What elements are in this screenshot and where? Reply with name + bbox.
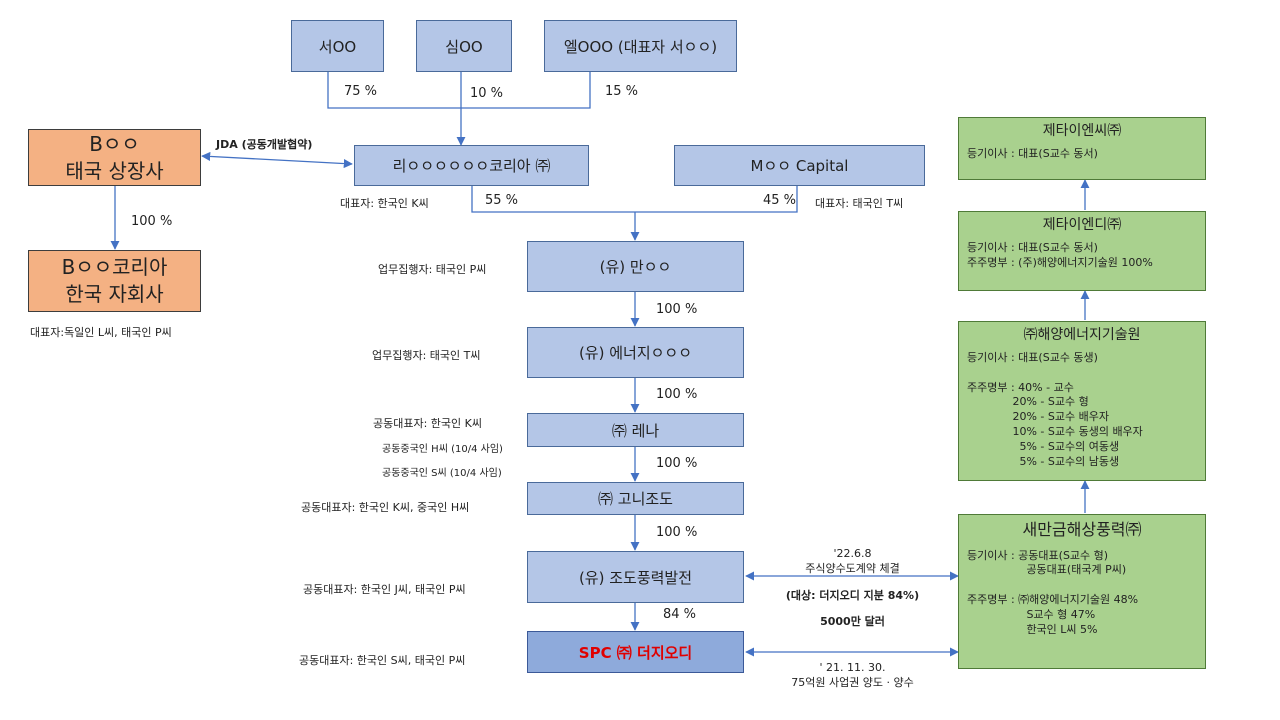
chain-rep-lena-2: 공동중국인 H씨 (10/4 사임) — [382, 444, 503, 455]
zeta-nd-details: 등기이사 : 대표(S교수 동서) 주주명부 : (주)해양에너지기술원 100… — [967, 240, 1153, 269]
m-capital-box: Mㅇㅇ Capital — [674, 145, 925, 186]
saemangeum-details: 등기이사 : 공동대표(S교수 형) 공동대표(태국계 P씨) 주주명부 : ㈜… — [967, 548, 1139, 636]
zeta-nd-box: 제타이엔디㈜ 등기이사 : 대표(S교수 동서) 주주명부 : (주)해양에너지… — [958, 211, 1206, 291]
chain-rep-jodo: 공동대표자: 한국인 J씨, 태국인 P씨 — [303, 583, 466, 596]
chain-box-spc: SPC ㈜ 더지오디 — [527, 631, 744, 673]
shareholder-connector — [327, 72, 591, 109]
contract-top-note: '22.6.8 주식양수도계약 체결 — [765, 546, 940, 577]
b-korea-line1: Bㅇㅇ코리아 — [61, 255, 168, 279]
shareholder-box-sim: 심OO — [416, 20, 512, 72]
ri-korea-name: 리ㅇㅇㅇㅇㅇㅇ코리아 ㈜ — [392, 157, 551, 175]
chain-box-energy: (유) 에너지ㅇㅇㅇ — [527, 327, 744, 378]
chain-name: ㈜ 레나 — [611, 421, 660, 440]
m-capital-name: Mㅇㅇ Capital — [750, 157, 849, 175]
chain-name: (유) 만ㅇㅇ — [599, 258, 672, 276]
b-korea-box: Bㅇㅇ코리아 한국 자회사 — [28, 250, 201, 312]
jda-label: JDA (공동개발협약) — [216, 138, 313, 151]
b-korea-rep: 대표자:독일인 L씨, 태국인 P씨 — [30, 326, 172, 339]
shareholder-pct-el: 15 % — [605, 84, 639, 99]
contract-bottom-date: ' 21. 11. 30. — [819, 661, 886, 674]
chain-name: SPC ㈜ 더지오디 — [578, 643, 693, 662]
contract-top-amount: 5000만 달러 — [820, 615, 885, 628]
zeta-ns-box: 제타이엔씨㈜ 등기이사 : 대표(S교수 동서) — [958, 117, 1206, 180]
ocean-details: 등기이사 : 대표(S교수 동생) 주주명부 : 40% - 교수 20% - … — [967, 350, 1143, 468]
chain-pct-goni: 100 % — [656, 525, 698, 540]
shareholder-pct-sim: 10 % — [470, 86, 504, 101]
zeta-ns-details: 등기이사 : 대표(S교수 동서) — [967, 146, 1098, 160]
chain-name: (유) 조도풍력발전 — [578, 568, 693, 587]
contract-bottom-note: ' 21. 11. 30. 75억원 사업권 양도 · 양수 — [755, 660, 950, 691]
b-thai-line1: Bㅇㅇ — [89, 131, 140, 156]
chain-rep-goni: 공동대표자: 한국인 K씨, 중국인 H씨 — [301, 501, 470, 514]
zeta-nd-title: 제타이엔디㈜ — [1042, 217, 1122, 233]
chain-pct-lena: 100 % — [656, 456, 698, 471]
chain-box-jodo: (유) 조도풍력발전 — [527, 551, 744, 603]
chain-rep-lena-3: 공동중국인 S씨 (10/4 사임) — [382, 468, 502, 479]
chain-rep-spc: 공동대표자: 한국인 S씨, 태국인 P씨 — [299, 654, 466, 667]
ri-korea-pct: 55 % — [485, 193, 519, 208]
chain-pct-jodo: 84 % — [663, 607, 697, 622]
chain-box-goni: ㈜ 고니조도 — [527, 482, 744, 515]
m-capital-rep: 대표자: 태국인 T씨 — [815, 197, 904, 210]
shareholder-name: 엘OOO (대표자 서ㅇㅇ) — [563, 37, 718, 56]
shareholder-pct-seo: 75 % — [344, 84, 378, 99]
ri-korea-rep: 대표자: 한국인 K씨 — [340, 197, 429, 210]
chain-rep-lena-1: 공동대표자: 한국인 K씨 — [373, 417, 482, 430]
contract-bottom-desc: 75억원 사업권 양도 · 양수 — [791, 676, 914, 690]
shareholder-name: 심OO — [445, 37, 483, 56]
zeta-ns-title: 제타이엔씨㈜ — [1042, 123, 1122, 139]
contract-top-target: (대상: 더지오디 지분 84%) — [785, 589, 920, 602]
chain-pct-man: 100 % — [656, 302, 698, 317]
shareholder-box-el: 엘OOO (대표자 서ㅇㅇ) — [544, 20, 737, 72]
b-thai-box: Bㅇㅇ 태국 상장사 — [28, 129, 201, 186]
b-thai-line2: 태국 상장사 — [65, 158, 164, 183]
chain-rep-energy: 업무집행자: 태국인 T씨 — [372, 349, 481, 362]
ri-korea-box: 리ㅇㅇㅇㅇㅇㅇ코리아 ㈜ — [354, 145, 589, 186]
chain-pct-energy: 100 % — [656, 387, 698, 402]
m-capital-pct: 45 % — [763, 193, 797, 208]
chain-box-man: (유) 만ㅇㅇ — [527, 241, 744, 292]
b-korea-line2: 한국 자회사 — [65, 282, 164, 306]
ocean-box: ㈜해양에너지기술원 등기이사 : 대표(S교수 동생) 주주명부 : 40% -… — [958, 321, 1206, 481]
ocean-title: ㈜해양에너지기술원 — [1023, 327, 1141, 343]
contract-top-date: '22.6.8 — [833, 547, 872, 560]
chain-name: (유) 에너지ㅇㅇㅇ — [578, 344, 693, 362]
chain-box-lena: ㈜ 레나 — [527, 413, 744, 447]
shareholder-box-seo: 서OO — [291, 20, 384, 72]
saemangeum-title: 새만금해상풍력㈜ — [1022, 520, 1142, 539]
shareholder-name: 서OO — [318, 37, 357, 56]
chain-rep-man: 업무집행자: 태국인 P씨 — [378, 263, 487, 276]
contract-top-desc: 주식양수도계약 체결 — [805, 562, 900, 576]
saemangeum-box: 새만금해상풍력㈜ 등기이사 : 공동대표(S교수 형) 공동대표(태국계 P씨)… — [958, 514, 1206, 669]
chain-name: ㈜ 고니조도 — [598, 490, 673, 508]
b-pct: 100 % — [131, 214, 173, 229]
